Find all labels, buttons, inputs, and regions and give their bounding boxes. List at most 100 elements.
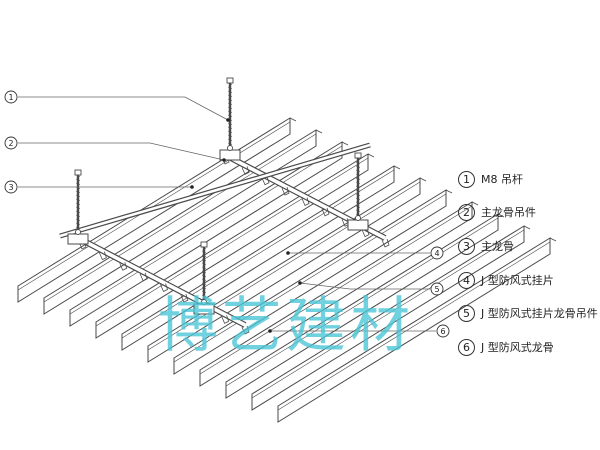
rod-thread [75,206,81,209]
rod-nut [226,77,234,84]
rod-nut [74,169,82,176]
carrier-clip [99,251,107,261]
carrier-clip [119,262,128,271]
rod-thread [355,197,361,200]
legend-label: 主龙骨 [481,240,514,253]
rod-thread [355,209,361,212]
rod-thread [227,90,233,93]
rod-thread [75,202,81,205]
legend-item-6: 6 J 型防风式龙骨 [458,336,554,358]
baffle-end-cap [471,201,479,206]
rod-thread [201,286,207,289]
legend-number: 2 [458,203,475,221]
clamp-nut [227,145,233,151]
rod-thread [355,185,361,188]
rod-thread [201,290,207,293]
rod-thread [201,258,207,261]
callout-dot [226,118,230,122]
legend-label: M8 吊杆 [481,173,523,186]
callout-circle [4,90,18,104]
legend-item-2: 2 主龙骨吊件 [458,201,536,223]
rod-thread [201,266,207,269]
callout-number: 2 [8,139,13,148]
callout-circle [4,180,18,194]
carrier-clip [381,238,390,248]
rod-thread [75,178,81,181]
baffle-end-cap [315,129,323,134]
baffle-fold-line [43,133,317,303]
carrier-clip [321,207,330,217]
legend-number: 4 [458,271,475,289]
rod-thread [355,177,361,180]
legend-label: J 型防风式挂片龙骨吊件 [481,307,598,320]
carrier-clip [139,272,148,282]
hanger-clamp [67,233,89,245]
callout-leader-line [299,282,430,290]
callout-dot [268,329,272,333]
baffle-end-cap [367,153,375,158]
baffle-end-cap [341,141,349,146]
baffle-fold-line [251,229,525,399]
rod-thread [227,138,233,141]
rod-nut [200,241,208,248]
rod-thread [75,226,81,229]
baffle-end-cap [419,177,427,182]
carrier-clip [180,293,189,303]
rod-thread [75,190,81,193]
legend-item-5: 5 J 型防风式挂片龙骨吊件 [458,302,598,324]
clamp-nut [75,229,81,235]
rod-thread [355,169,361,172]
rod-thread [75,194,81,197]
hanger-clamp [219,149,241,161]
rod-thread [355,161,361,164]
rod-thread [355,201,361,204]
carrier-clip [160,283,168,293]
rod-thread [227,106,233,109]
rod-thread [201,262,207,265]
rod-thread [227,94,233,97]
rod-thread [201,278,207,281]
carrier-clip [361,228,370,238]
baffle-fold-line [173,193,447,363]
carrier-clip [301,197,310,207]
legend-number: 1 [458,170,475,188]
legend-number: 5 [458,304,475,322]
callout-circle [430,282,444,296]
rod-thread [227,114,233,117]
baffle-end-cap [445,189,453,194]
clamp-nut [201,299,207,305]
rod-thread [227,122,233,125]
rod-thread [75,198,81,201]
rod-thread [227,142,233,145]
callout-number: 3 [8,183,13,192]
callout-circle [430,246,444,260]
legend-number: 3 [458,237,475,255]
callout-dot [286,251,290,255]
legend-item-1: 1 M8 吊杆 [458,168,523,190]
suspension-rods [67,77,369,315]
callout-leader-line [18,142,225,161]
rod-thread [227,134,233,137]
callout-circle [436,324,450,338]
rod-thread [227,126,233,129]
baffle-end-cap [393,165,401,170]
legend-item-3: 3 主龙骨 [458,235,514,257]
rod-thread [227,102,233,105]
carrier-clip [241,166,250,175]
rod-thread [227,130,233,133]
baffle-end-cap [289,117,297,122]
rod-thread [227,110,233,113]
rod-thread [355,213,361,216]
rod-thread [355,181,361,184]
rod-thread [201,250,207,253]
rod-thread [75,222,81,225]
carrier-clip [221,315,230,324]
rod-thread [227,98,233,101]
rod-thread [201,274,207,277]
rod-thread [355,165,361,168]
callout-circle [4,136,18,150]
callout-dot [190,185,194,189]
baffle-fold-line [199,205,473,375]
callout-leader-line [18,96,229,121]
